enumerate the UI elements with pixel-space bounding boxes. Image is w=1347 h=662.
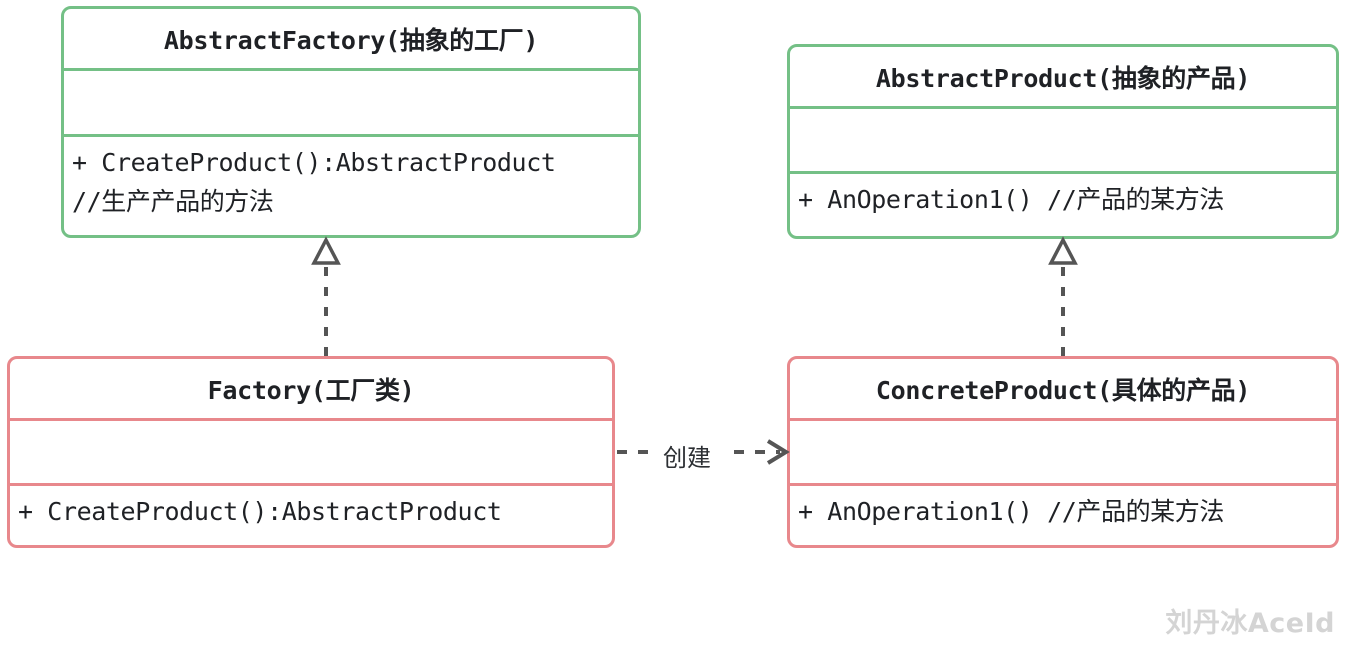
class-box-concrete-product[interactable]: ConcreteProduct(具体的产品) + AnOperation1() … bbox=[787, 356, 1339, 548]
class-name-abstract-product: AbstractProduct(抽象的产品) bbox=[875, 63, 1251, 93]
open-arrowhead-icon bbox=[766, 439, 790, 465]
class-box-abstract-product[interactable]: AbstractProduct(抽象的产品) + AnOperation1() … bbox=[787, 44, 1339, 239]
class-operations-concrete-product: + AnOperation1() //产品的某方法 bbox=[798, 497, 1224, 526]
class-name-concrete-product: ConcreteProduct(具体的产品) bbox=[875, 375, 1251, 405]
class-divider bbox=[790, 171, 1336, 174]
class-attributes-factory bbox=[10, 421, 612, 483]
class-box-factory[interactable]: Factory(工厂类) + CreateProduct():AbstractP… bbox=[7, 356, 615, 548]
class-divider bbox=[10, 418, 612, 421]
class-attributes-concrete-product bbox=[790, 421, 1336, 483]
hollow-triangle-arrowhead-icon bbox=[311, 236, 341, 265]
class-divider bbox=[10, 483, 612, 486]
class-operations-abstract-product: + AnOperation1() //产品的某方法 bbox=[798, 185, 1224, 214]
relationship-concrete-product-implements-abstract-product bbox=[1048, 236, 1078, 356]
watermark-text: 刘丹冰AceId bbox=[1165, 608, 1335, 639]
hollow-triangle-arrowhead-icon bbox=[1048, 236, 1078, 265]
class-divider bbox=[790, 483, 1336, 486]
class-name-abstract-factory: AbstractFactory(抽象的工厂) bbox=[163, 25, 539, 55]
class-attributes-abstract-factory bbox=[64, 71, 638, 134]
class-divider bbox=[64, 134, 638, 137]
relationship-factory-implements-abstract-factory bbox=[311, 236, 341, 356]
class-operations-abstract-factory: + CreateProduct():AbstractProduct //生产产品… bbox=[72, 148, 556, 216]
class-divider bbox=[64, 68, 638, 71]
class-operations-factory: + CreateProduct():AbstractProduct bbox=[18, 497, 502, 526]
class-divider bbox=[790, 106, 1336, 109]
class-box-abstract-factory[interactable]: AbstractFactory(抽象的工厂) + CreateProduct()… bbox=[61, 6, 641, 238]
class-divider bbox=[790, 418, 1336, 421]
relationship-label-creates: 创建 bbox=[663, 444, 711, 472]
class-attributes-abstract-product bbox=[790, 109, 1336, 171]
class-name-factory: Factory(工厂类) bbox=[207, 375, 415, 405]
